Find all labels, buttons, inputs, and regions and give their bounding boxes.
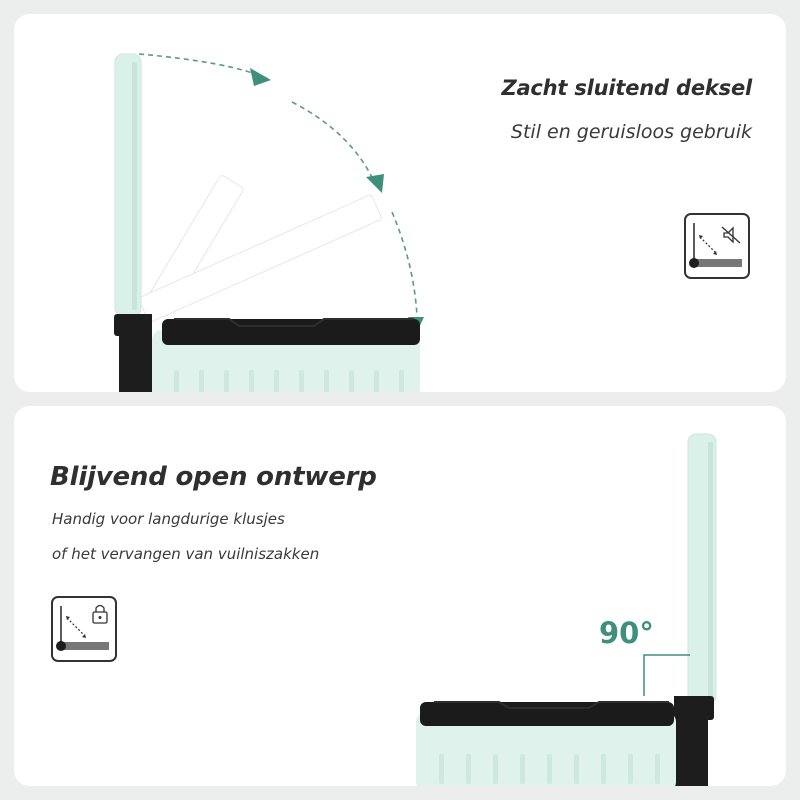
- angle-label: 90°: [599, 616, 654, 650]
- stay-open-title: Blijvend open ontwerp: [50, 462, 377, 492]
- padlock-icon: [56, 604, 109, 651]
- lid-ghost-positions: [138, 175, 382, 323]
- stay-open-subtitle-line2: of het vervangen van vuilniszakken: [52, 545, 320, 563]
- lid-open-90: [687, 433, 717, 705]
- right-angle-marker: [643, 654, 690, 696]
- lock-open-feature-badge: [51, 596, 117, 662]
- stay-open-illustration: [416, 433, 717, 786]
- lid-open: [114, 53, 142, 317]
- soft-close-title: Zacht sluitend deksel: [501, 76, 752, 100]
- stay-open-subtitle-line1: Handig voor langdurige klusjes: [52, 510, 285, 528]
- soft-close-panel: Zacht sluitend deksel Stil en geruisloos…: [14, 14, 786, 392]
- silent-feature-badge: [684, 213, 750, 279]
- mute-speaker-icon: [689, 223, 742, 268]
- stay-open-panel: Blijvend open ontwerp Handig voor langdu…: [14, 406, 786, 786]
- bin-body: [152, 318, 420, 392]
- soft-close-illustration: [114, 53, 424, 392]
- bin-body: [416, 701, 676, 786]
- soft-close-subtitle: Stil en geruisloos gebruik: [510, 121, 752, 143]
